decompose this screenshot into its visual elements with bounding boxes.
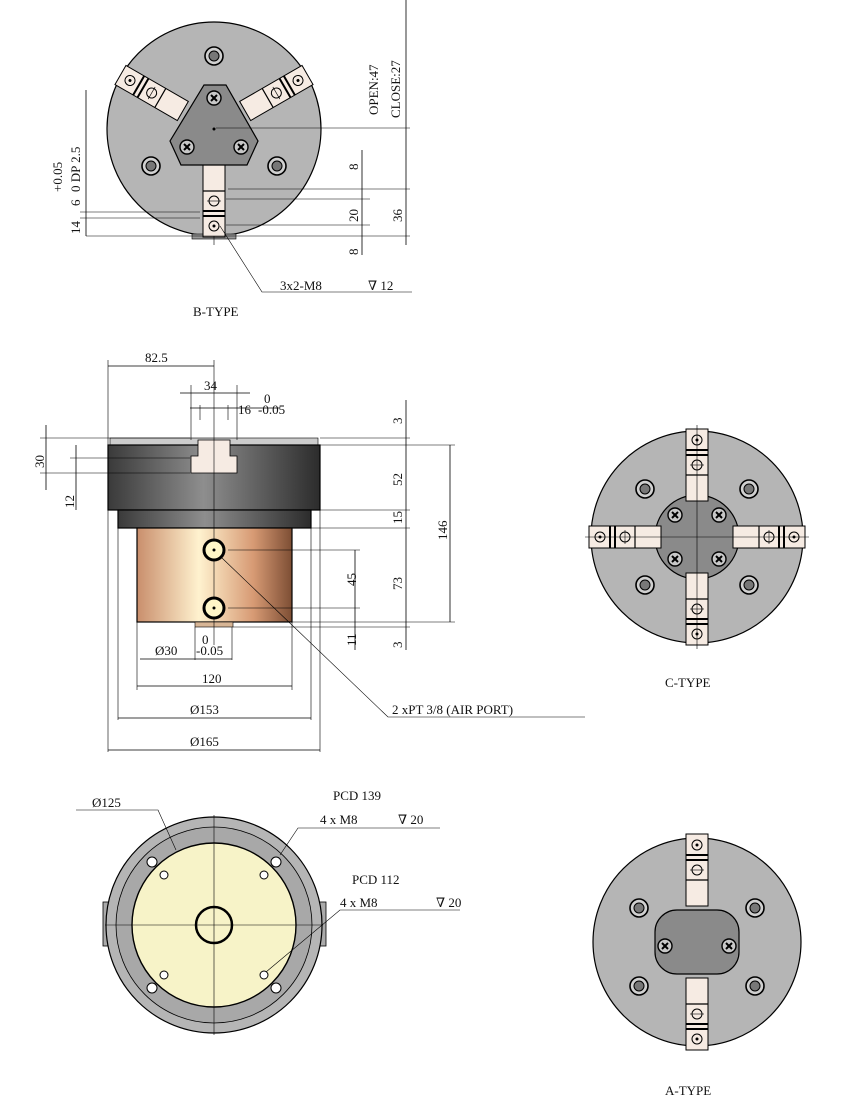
dim-120: 120 <box>202 671 222 686</box>
screw-icon <box>711 507 727 523</box>
a-type-jaw-bottom <box>685 977 709 1051</box>
screw-icon <box>711 551 727 567</box>
dia-165: Ø165 <box>190 734 219 749</box>
dim-36: 36 <box>390 209 405 223</box>
bolt-icon <box>635 479 655 499</box>
dim-12: 12 <box>62 495 77 508</box>
dia-153: Ø153 <box>190 702 219 717</box>
a-type-view: A-TYPE <box>592 833 802 1098</box>
thread-139-label: 4 x M8 <box>320 812 358 827</box>
bolt-icon <box>745 898 765 918</box>
a-type-jaw-top <box>685 833 709 907</box>
depth-label: ∇ 12 <box>368 278 393 293</box>
side-view: 82.5 34 16 0 -0.05 30 12 3 52 15 146 73 … <box>32 350 585 752</box>
dim-3-bottom: 3 <box>390 642 405 649</box>
dia-30: Ø30 <box>155 643 177 658</box>
dim-73: 73 <box>390 577 405 590</box>
c-type-label: C-TYPE <box>665 675 711 690</box>
dim-34: 34 <box>204 378 218 393</box>
bolt-icon <box>739 575 759 595</box>
lower-ring <box>117 509 312 529</box>
dim-20: 20 <box>346 209 361 222</box>
dim-16: 16 <box>238 402 252 417</box>
open-stroke-label: OPEN:47 <box>366 64 381 115</box>
bolt-icon <box>629 898 649 918</box>
screw-icon <box>721 938 737 954</box>
dim-11: 11 <box>344 633 359 646</box>
bolt-icon <box>267 156 287 176</box>
screw-icon <box>657 938 673 954</box>
screw-icon <box>179 139 195 155</box>
thread-112-label: 4 x M8 <box>340 895 378 910</box>
a-type-center-plate <box>654 909 740 975</box>
b-type-view: OPEN:47 CLOSE:27 +0.05 0 DP 2.5 6 14 8 2… <box>50 0 412 319</box>
pcd-139-label: PCD 139 <box>333 788 381 803</box>
tol-lower: -0.05 <box>258 402 285 417</box>
bolt-icon <box>141 156 161 176</box>
dia-30-tol-lower: -0.05 <box>196 643 223 658</box>
tol-upper: 0 <box>264 391 271 406</box>
dim-8-top: 8 <box>346 164 361 171</box>
screw-icon <box>233 139 249 155</box>
air-port-label: 2 xPT 3/8 (AIR PORT) <box>392 702 513 717</box>
a-type-label: A-TYPE <box>665 1083 711 1098</box>
dim-30: 30 <box>32 455 47 468</box>
bottom-view: Ø125 PCD 139 4 x M8 ∇ 20 PCD 112 4 x M8 … <box>76 788 461 1035</box>
bolt-icon <box>739 479 759 499</box>
bolt-icon <box>629 976 649 996</box>
pcd-112-label: PCD 112 <box>352 872 400 887</box>
dim-52: 52 <box>390 473 405 486</box>
screw-icon <box>667 551 683 567</box>
dia-125: Ø125 <box>92 795 121 810</box>
dim-8-bottom: 8 <box>346 249 361 256</box>
b-type-jaw-bottom <box>202 164 226 238</box>
screw-icon <box>667 507 683 523</box>
b-type-label: B-TYPE <box>193 304 239 319</box>
bolt-icon <box>204 46 224 66</box>
dim-82-5: 82.5 <box>145 350 168 365</box>
thread-label: 3x2-M8 <box>280 278 322 293</box>
c-type-view: C-TYPE <box>585 425 809 690</box>
depth-139-label: ∇ 20 <box>398 812 423 827</box>
dim-45: 45 <box>344 573 359 586</box>
bolt-icon <box>745 976 765 996</box>
depth-112-label: ∇ 20 <box>436 895 461 910</box>
depth-tolerance-label: 0 DP 2.5 <box>68 147 83 192</box>
dim-146: 146 <box>435 520 450 540</box>
dia-30-tol-upper: 0 <box>202 632 209 647</box>
close-stroke-label: CLOSE:27 <box>388 60 403 118</box>
tolerance-plus-label: +0.05 <box>50 162 65 192</box>
bolt-icon <box>635 575 655 595</box>
screw-icon <box>206 90 222 106</box>
dim-15: 15 <box>390 511 405 524</box>
dim-14: 14 <box>68 221 83 235</box>
dim-3-top: 3 <box>390 418 405 425</box>
dim-6: 6 <box>68 199 83 206</box>
